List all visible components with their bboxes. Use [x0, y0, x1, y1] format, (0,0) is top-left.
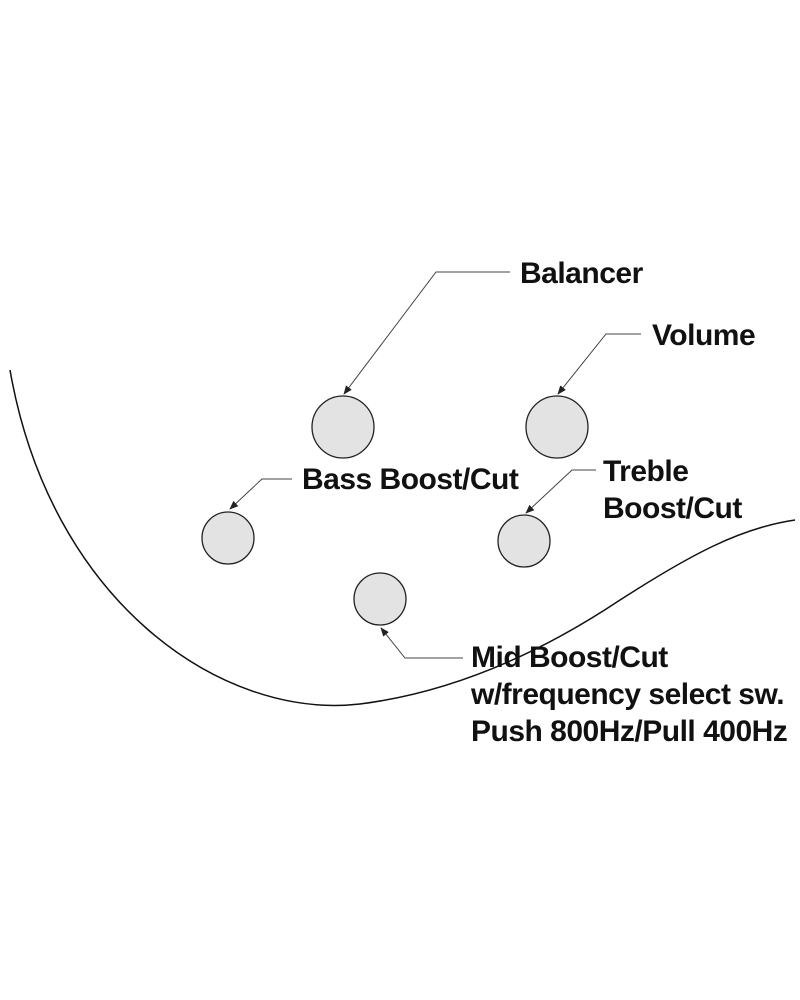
treble-leader-line	[525, 469, 596, 514]
balancer-leader-line	[343, 271, 510, 395]
bass-leader-line	[229, 478, 292, 510]
treble-label-line-1: Treble	[603, 455, 688, 488]
mid-label-line-3: Push 800Hz/Pull 400Hz	[471, 715, 787, 748]
volume-knob	[525, 395, 589, 459]
mid-knob	[353, 572, 407, 626]
volume-leader-line	[557, 333, 641, 395]
guitar-body-outline	[9, 369, 796, 707]
balancer-knob	[311, 395, 375, 459]
balancer-label: Balancer	[520, 257, 644, 290]
volume-label: Volume	[652, 319, 755, 352]
mid-label-line-2: w/frequency select sw.	[470, 678, 784, 711]
treble-knob	[497, 514, 551, 568]
bass-knob	[201, 511, 255, 565]
bass-label: Bass Boost/Cut	[302, 463, 519, 496]
mid-label-line-1: Mid Boost/Cut	[471, 641, 668, 674]
mid-leader-line	[380, 627, 463, 659]
treble-label-line-2: Boost/Cut	[603, 492, 742, 525]
